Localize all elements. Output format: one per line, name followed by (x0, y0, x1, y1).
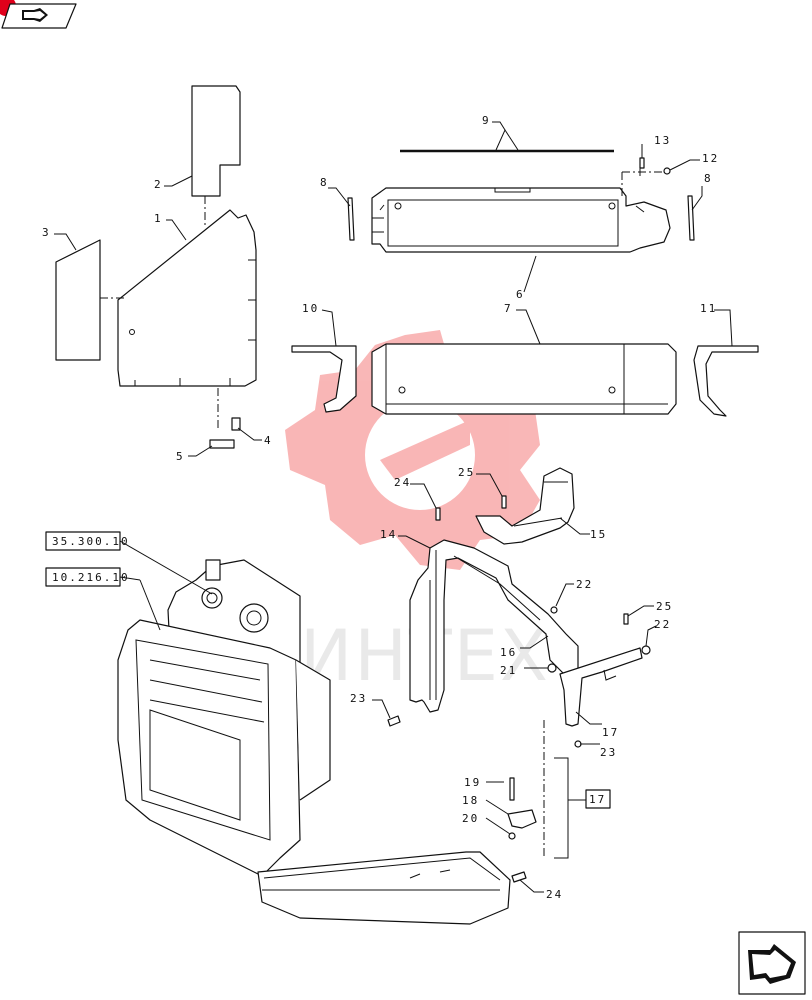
group-box-18[interactable]: 17 (585, 789, 611, 809)
nut-part-23a (550, 606, 558, 614)
hood-grille-assembly (117, 559, 511, 925)
callout-22b: 22 (654, 618, 671, 631)
reference-label: 35.300.10 (52, 535, 130, 548)
lower-cover-part-7 (371, 343, 677, 415)
callout-15: 15 (590, 528, 607, 541)
callout-20: 19 (464, 776, 481, 789)
washer-part-12 (663, 167, 671, 175)
callout-6: 6 (516, 288, 525, 301)
next-page-arrow-icon[interactable] (738, 931, 806, 995)
callout-5: 5 (176, 450, 185, 463)
bolt-part-25c (623, 613, 629, 625)
reference-box-35-300-10[interactable]: 35.300.10 (45, 531, 130, 551)
callout-11: 11 (700, 302, 717, 315)
bolt-part-13 (639, 157, 645, 169)
callout-2: 2 (154, 178, 163, 191)
callout-label: 17 (589, 793, 606, 806)
bolt-part-25b (501, 495, 507, 509)
callout-7: 7 (504, 302, 513, 315)
bracket-part-11 (693, 345, 759, 417)
callout-25c: 25 (656, 600, 673, 613)
callout-24a: 23 (350, 692, 367, 705)
reference-label: 10.216.10 (52, 571, 130, 584)
strip-part-8-right (687, 195, 695, 241)
callout-23a: 22 (576, 578, 593, 591)
callout-16: 16 (500, 646, 517, 659)
bolt-part-25a (435, 507, 441, 521)
bracket-part-17 (559, 647, 643, 727)
leader-lines (54, 121, 733, 893)
callout-25a: 24 (394, 476, 411, 489)
nut-part-22a (547, 663, 557, 673)
callout-17: 17 (602, 726, 619, 739)
pin-part-21 (508, 832, 516, 840)
panel-part-3 (55, 239, 101, 361)
callout-13: 13 (654, 134, 671, 147)
strip-part-8-left (347, 197, 355, 241)
reference-box-10-216-10[interactable]: 10.216.10 (45, 567, 130, 587)
callout-4: 4 (264, 434, 273, 447)
callout-14: 14 (380, 528, 397, 541)
spring-part-20 (509, 777, 515, 801)
book-arrow-icon[interactable] (1, 3, 77, 29)
bracket-part-15 (475, 467, 575, 545)
callout-12: 12 (702, 152, 719, 165)
callout-3: 3 (42, 226, 51, 239)
callout-numbers: 1 2 3 4 5 6 7 8 8 9 10 11 12 13 14 15 16… (42, 114, 719, 901)
side-cover-part-1 (117, 209, 257, 387)
callout-25b: 25 (458, 466, 475, 479)
seal-part-5 (209, 439, 235, 449)
callout-22a: 21 (500, 664, 517, 677)
callout-8b: 8 (704, 172, 713, 185)
callout-21: 20 (462, 812, 479, 825)
panel-part-2 (191, 85, 241, 197)
callout-1: 1 (154, 212, 163, 225)
bolt-part-24b (511, 871, 527, 883)
clip-part-4 (231, 417, 241, 431)
callout-24b: 24 (546, 888, 563, 901)
callout-19: 18 (462, 794, 479, 807)
callout-23b: 23 (600, 746, 617, 759)
clip-part-19 (507, 809, 537, 829)
callout-10: 10 (302, 302, 319, 315)
bolt-part-24a (387, 715, 401, 727)
callout-9: 9 (482, 114, 491, 127)
nut-part-22b (641, 645, 651, 655)
bracket-part-10 (291, 345, 357, 413)
upper-cover-part-6 (371, 187, 671, 253)
support-frame-part-14 (409, 539, 579, 713)
callout-8a: 8 (320, 176, 329, 189)
